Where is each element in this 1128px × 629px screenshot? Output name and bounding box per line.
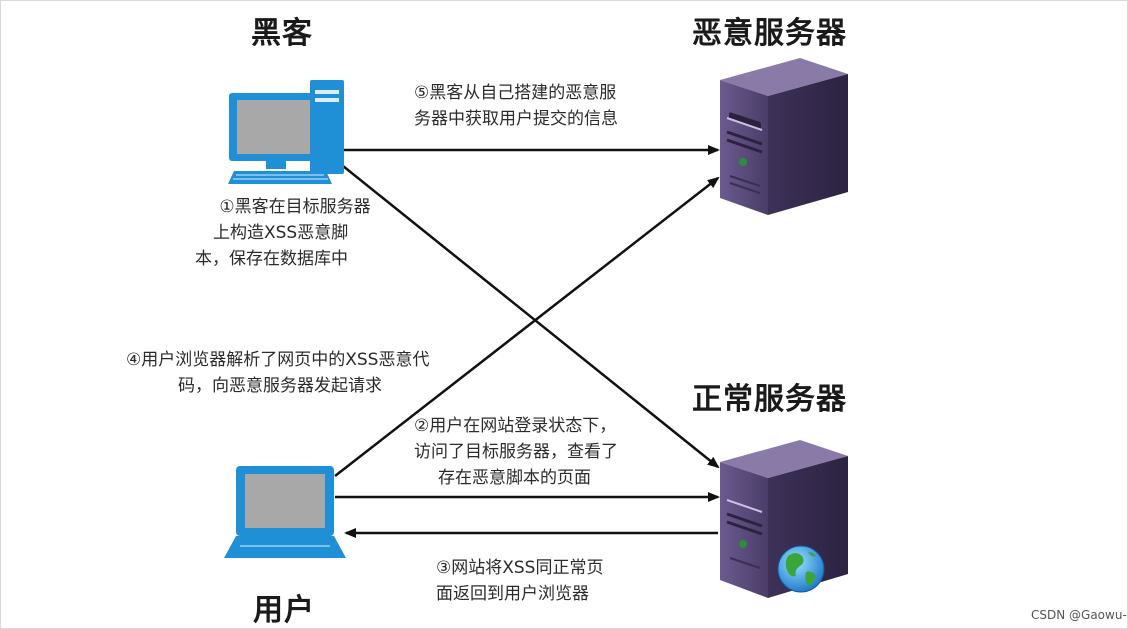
- step2-line3: 存在恶意脚本的页面: [438, 468, 591, 488]
- normal-server-title: 正常服务器: [692, 382, 847, 417]
- step4-line2: 码，向恶意服务器发起请求: [178, 376, 382, 396]
- step2-note: ②用户在网站登录状态下， 访问了目标服务器，查看了 存在恶意脚本的页面: [414, 413, 618, 491]
- step5-note: ⑤黑客从自己搭建的恶意服 务器中获取用户提交的信息: [414, 80, 618, 132]
- arrow-step4-user-to-malicious-server: [334, 176, 720, 477]
- desktop-computer-icon: [228, 80, 344, 184]
- malicious-server-title: 恶意服务器: [692, 16, 847, 51]
- step4-line1: ④用户浏览器解析了网页中的XSS恶意代: [126, 350, 430, 370]
- step4-note: ④用户浏览器解析了网页中的XSS恶意代 码，向恶意服务器发起请求: [126, 347, 429, 399]
- hacker-title: 黑客: [251, 16, 313, 51]
- step1-line2: 上构造XSS恶意脚: [213, 223, 349, 243]
- arrow-step1-hacker-to-normal-server: [342, 165, 720, 469]
- step3-line1: ③网站将XSS同正常页: [436, 558, 604, 578]
- step3-note: ③网站将XSS同正常页 面返回到用户浏览器: [436, 555, 603, 607]
- step5-line2: 务器中获取用户提交的信息: [414, 109, 618, 129]
- laptop-icon: [224, 466, 346, 558]
- step2-line2: 访问了目标服务器，查看了: [414, 442, 618, 462]
- csdn-watermark: CSDN @Gaowu-: [1031, 608, 1127, 622]
- step1-line1: ①黑客在目标服务器: [219, 197, 371, 217]
- step5-line1: ⑤黑客从自己搭建的恶意服: [414, 83, 617, 103]
- normal-server-icon: [720, 440, 848, 598]
- step2-line1: ②用户在网站登录状态下，: [414, 416, 617, 436]
- step3-line2: 面返回到用户浏览器: [436, 584, 589, 604]
- user-title: 用户: [253, 593, 315, 628]
- step1-line3: 本，保存在数据库中: [195, 249, 348, 269]
- step1-note: ①黑客在目标服务器 上构造XSS恶意脚 本，保存在数据库中: [195, 194, 395, 272]
- malicious-server-icon: [720, 58, 848, 215]
- globe-icon: [777, 545, 825, 593]
